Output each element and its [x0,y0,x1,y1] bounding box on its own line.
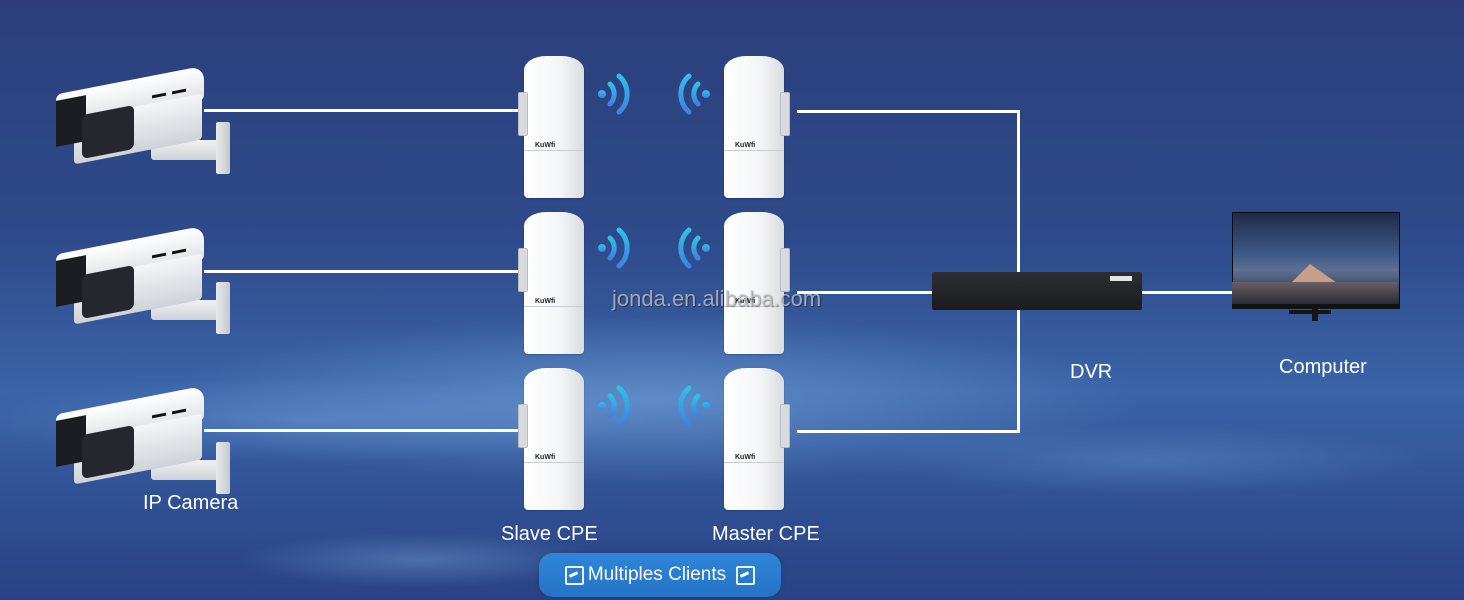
wifi-signal-icon-master-2 [678,227,710,269]
master-cpe-1: KuWfi [718,56,790,198]
wire-master3-bus [797,430,1019,433]
multiples-clients-badge: Multiples Clients [539,553,781,597]
label-dvr: DVR [1070,361,1113,383]
ip-camera-3 [56,382,246,502]
wifi-signal-icon-slave-1 [598,73,630,115]
ip-camera-1 [56,62,246,182]
slave-cpe-2: KuWfi [518,212,584,354]
cpe-brand: KuWfi [735,454,756,461]
camera-icon [736,565,756,585]
label-master-cpe: Master CPE [712,523,820,545]
wire-dvr-computer [1140,291,1234,294]
computer-monitor [1232,212,1400,321]
cpe-brand: KuWfi [535,142,556,149]
wire-camera1-slave1 [204,109,520,112]
wire-vertical-bus [1017,110,1020,433]
badge-label: Multiples Clients [587,564,727,585]
wire-master1-bus [797,110,1019,113]
wifi-signal-icon-master-3 [678,385,710,427]
wire-camera2-slave2 [204,270,520,273]
monitor-stand [1289,310,1331,314]
wire-camera3-slave3 [204,429,520,432]
cpe-brand: KuWfi [735,142,756,149]
camera-icon [564,565,584,585]
slave-cpe-3: KuWfi [518,368,584,510]
dvr-device [932,262,1146,318]
ip-camera-2 [56,222,246,342]
label-computer: Computer [1279,356,1367,378]
label-ip-camera: IP Camera [143,492,239,514]
wire-master2-dvr [797,291,937,294]
wifi-signal-icon-slave-2 [598,227,630,269]
cpe-brand: KuWfi [535,454,556,461]
wifi-signal-icon-master-1 [678,73,710,115]
cpe-brand: KuWfi [735,298,756,305]
watermark: jonda.en.alibaba.com [612,286,822,311]
wifi-signal-icon-slave-3 [598,385,630,427]
master-cpe-2: KuWfi [718,212,790,354]
cpe-brand: KuWfi [535,298,556,305]
slave-cpe-1: KuWfi [518,56,584,198]
label-slave-cpe: Slave CPE [501,523,598,545]
master-cpe-3: KuWfi [718,368,790,510]
